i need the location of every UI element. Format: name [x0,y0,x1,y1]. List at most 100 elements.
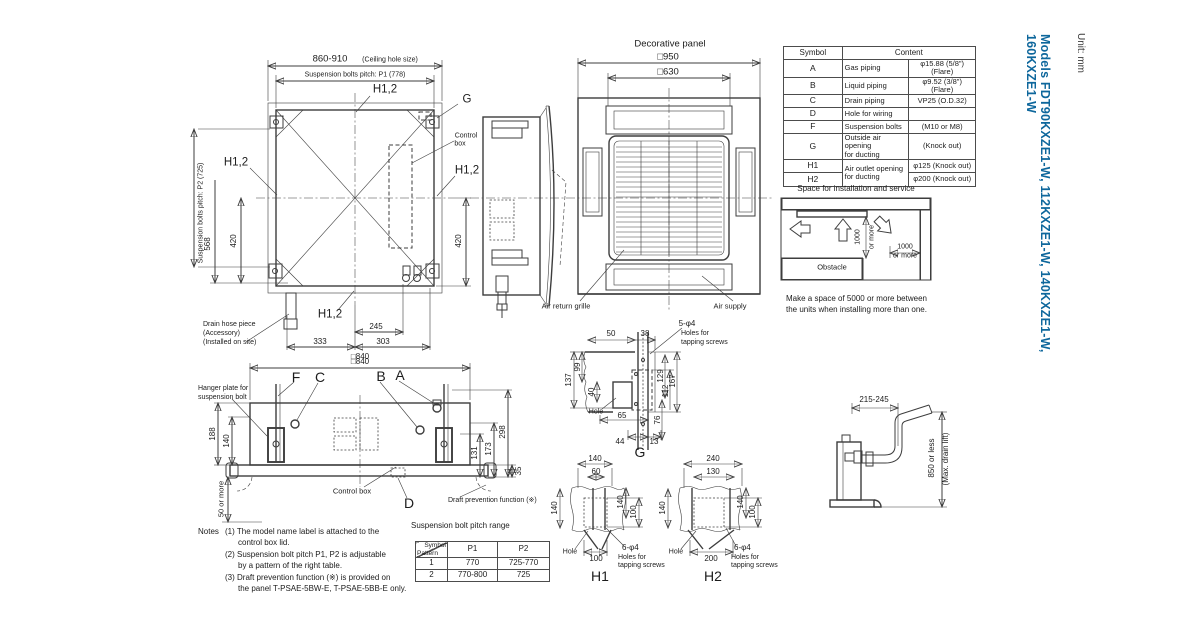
label-decorative-panel: Decorative panel [634,38,706,50]
value-cell: VP25 (O.D.32) [908,94,976,108]
sv-dim-35: 35 [514,466,523,476]
dim-420-right: 420 [454,234,463,248]
name-cell: Drain piping [841,94,910,108]
dim-840-top: □840 [350,352,370,361]
pitch-p1-header: P1 [447,541,498,558]
h1-screws-3: tapping screws [618,562,665,569]
g-dim-50: 50 [606,329,616,338]
unit-side-view [214,363,516,522]
h2-dim-right: 140 [736,495,745,509]
model-names-line2: 160KXZE1-W [1024,34,1038,114]
name-cell: Suspension bolts [841,120,910,134]
sv-label-c: C [314,369,326,385]
g-dim-76: 76 [653,415,662,425]
name-cell: Gas piping [841,59,910,78]
h2-screws-1: 6-φ4 [734,543,751,552]
symbol-header: Symbol [783,46,843,60]
h1-label-hole: Hole [562,548,578,556]
symbol-cell: B [783,76,843,95]
dim-ceiling-hole: 860-910 [312,53,348,65]
symbol-cell: F [783,120,843,134]
h2-detail-label: H2 [704,568,722,584]
label-h12-bottom: H1,2 [317,308,343,321]
p2-cell: 725 [497,569,550,582]
symbol-cell: C [783,94,843,108]
symbol-cell: A [783,59,843,78]
pattern-cell: 2 [415,569,448,582]
pitch-p2-header: P2 [497,541,550,558]
g-knockout-detail [570,327,683,450]
sv-label-d: D [403,495,415,511]
h1-screws-1: 6-φ4 [622,543,639,552]
g-label-hole: Hole [588,408,604,416]
h1-detail-label: H1 [591,568,609,584]
h1-dim-bottom: 100 [589,554,603,563]
value-cell: (M10 or M8) [908,120,976,134]
g-dim-137: 137 [564,373,573,387]
h1-dim-right2: 100 [629,505,638,519]
notes-title: Notes [198,527,219,536]
drain-lift-2: (Max. drain lift) [941,432,950,486]
label-h12-top: H1,2 [372,83,398,96]
value-cell: (Knock out) [908,133,976,160]
label-air-return-grille: Air return grille [541,301,591,311]
symbol-cell: H1 [783,158,843,173]
p1-cell: 770 [447,557,498,570]
h2-screws-3: tapping screws [731,562,778,569]
symbol-cell: D [783,107,843,121]
h2-dim-inner-top: 130 [706,467,720,476]
g-dim-65: 65 [617,411,627,420]
installation-space-diagram [780,197,932,281]
top-view [194,60,471,350]
dim-568: 568 [203,237,212,251]
note-2b: by a pattern of the right table. [238,561,343,570]
label-h12-right: H1,2 [454,164,480,177]
g-screws-1: 5-φ4 [678,319,696,328]
sv-dim-188: 188 [208,427,217,441]
space-note-2: the units when installing more than one. [786,305,927,314]
dim-or-more-vertical: or more [868,224,876,250]
g-dim-99: 99 [573,362,582,372]
label-space-title: Space for installation and service [797,184,915,193]
value-cell: φ9.52 (3/8") (Flare) [908,76,976,95]
g-screws-3: tapping screws [681,339,728,346]
h2-screws-2: Holes for [731,554,760,561]
p1-cell: 770-800 [447,569,498,582]
sv-dim-298: 298 [498,425,507,439]
sv-label-f: F [291,369,301,385]
label-drain-hose-2: (Accessory) [203,330,240,337]
label-drain-hose-1: Drain hose piece [203,321,256,328]
dim-245: 245 [369,322,383,331]
label-air-supply: Air supply [713,301,747,311]
pitch-range-table: Symbol Pattern P1 P2 1 770 725-770 2 770… [415,541,550,582]
drain-dim: 215-245 [859,395,889,404]
sv-label-b: B [376,368,386,384]
g-dim-112: 112 [661,384,670,398]
g-detail-label: G [634,444,646,460]
side-profile-view [482,105,567,318]
dim-pitch-p1: Suspension bolts pitch: P1 (778) [304,71,406,79]
dim-420-left: 420 [229,234,238,248]
h1-dim-top: 140 [588,454,602,463]
note-2a: (2) Suspension bolt pitch P1, P2 is adju… [225,550,386,559]
content-header: Content [841,46,977,60]
label-control-box-2: box [454,140,466,148]
h2-dim-bottom: 200 [704,554,718,563]
note-3a: (3) Draft prevention function (※) is pro… [225,573,391,582]
model-names-line1: Models FDT90KXZE1-W, 112KXZE1-W, 140KXZE… [1038,34,1052,353]
symbol-cell: G [783,133,843,160]
sv-dim-50-more: 50 or more [216,480,226,518]
dim-ceiling-hole-note: (Ceiling hole size) [362,56,418,64]
front-view [470,58,772,312]
drain-lift-1: 850 or less [927,438,936,478]
h2-knockout-detail [668,464,762,556]
g-dim-129: 129 [656,369,665,383]
drain-lift-detail [829,403,947,507]
h1-screws-2: Holes for [618,554,647,561]
h1-dim-left: 140 [550,501,559,515]
sv-dim-140: 140 [222,434,231,448]
